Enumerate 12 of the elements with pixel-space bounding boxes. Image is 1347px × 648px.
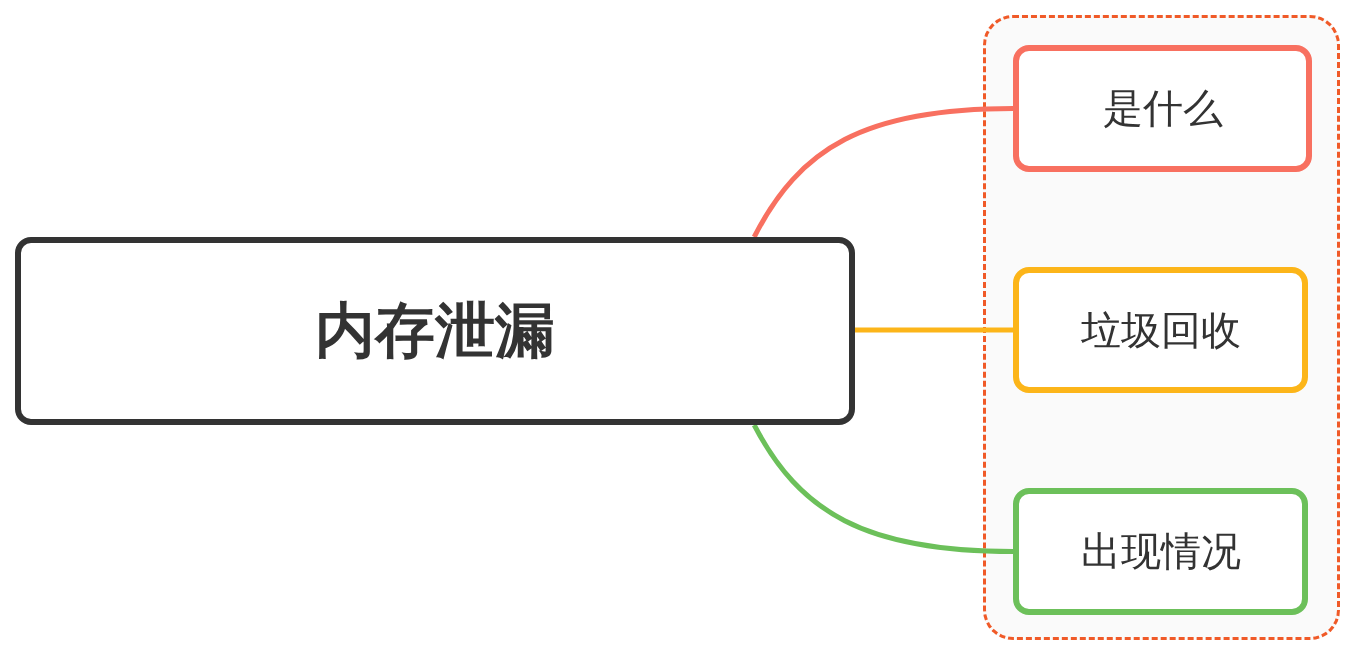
connector-line [855,327,1013,333]
subtopic-text: 是什么 [1102,84,1223,133]
subtopic-box [1013,45,1312,172]
group-box [983,15,1340,640]
connector-line [752,423,1014,554]
subtopic-box [1013,488,1308,615]
subtopic-box [1013,267,1308,393]
subtopic-text: 出现情况 [1080,527,1241,576]
topic-box [15,237,855,425]
topic-text: 内存泄漏 [315,293,555,367]
connector-line [752,106,1014,239]
subtopic-text: 垃圾回收 [1080,305,1241,355]
